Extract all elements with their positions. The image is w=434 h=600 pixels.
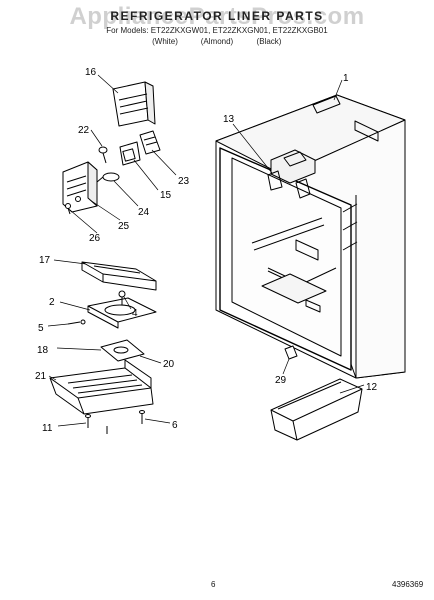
callout-5: 5	[38, 323, 44, 334]
part-23-clip	[139, 130, 161, 155]
watermark: AppliancePartsPros.com	[69, 3, 365, 30]
callout-11: 11	[42, 423, 53, 434]
part-11-screw	[85, 414, 91, 428]
callout-22: 22	[78, 125, 90, 136]
part-26-screw	[65, 203, 71, 215]
callout-16: 16	[85, 67, 97, 78]
color-almond: (Almond)	[200, 37, 234, 46]
refrigerator-liner	[215, 94, 406, 379]
callout-25: 25	[118, 221, 130, 232]
callout-20: 20	[163, 359, 175, 370]
part-15-socket	[119, 141, 141, 166]
callout-4: 4	[132, 308, 138, 319]
leader-lines	[47, 74, 365, 427]
part-29-foot	[284, 345, 298, 360]
part-24-bulb-holder	[96, 172, 120, 183]
callout-1: 1	[343, 73, 349, 84]
callout-18: 18	[37, 345, 49, 356]
part-4-fastener	[118, 290, 126, 305]
color-black: (Black)	[256, 37, 282, 46]
callout-23: 23	[178, 176, 190, 187]
part-6-screw	[106, 410, 145, 434]
part-21-bottom-tray	[49, 359, 154, 415]
part-17-cover-frame	[81, 261, 157, 291]
callout-13: 13	[223, 114, 235, 125]
diagram-title: REFRIGERATOR LINER PARTS	[110, 9, 324, 23]
callout-24: 24	[138, 207, 150, 218]
document-code: 4396369	[392, 580, 424, 589]
callout-15: 15	[160, 190, 172, 201]
callout-labels: 1 13 16 22 23 15 24 25 26 17 2 4 5 18 20…	[35, 67, 378, 434]
callout-12: 12	[366, 382, 378, 393]
part-5-pin	[67, 319, 86, 325]
color-white: (White)	[152, 37, 178, 46]
page-number: 6	[211, 580, 216, 589]
callout-21: 21	[35, 371, 47, 382]
part-22-screw	[98, 146, 108, 164]
part-20-slide	[100, 339, 145, 362]
part-16-control-cover	[112, 81, 156, 127]
part-12-bin	[270, 378, 363, 441]
callout-29: 29	[275, 375, 287, 386]
model-numbers: For Models: ET22ZKXGW01, ET22ZKXGN01, ET…	[106, 26, 328, 35]
callout-17: 17	[39, 255, 51, 266]
callout-2: 2	[49, 297, 55, 308]
part-2-drawer-housing	[87, 297, 157, 329]
callout-26: 26	[89, 233, 101, 244]
part-25-control-housing	[62, 161, 98, 213]
callout-6: 6	[172, 420, 178, 431]
model-colors: (White) (Almond) (Black)	[0, 37, 434, 46]
